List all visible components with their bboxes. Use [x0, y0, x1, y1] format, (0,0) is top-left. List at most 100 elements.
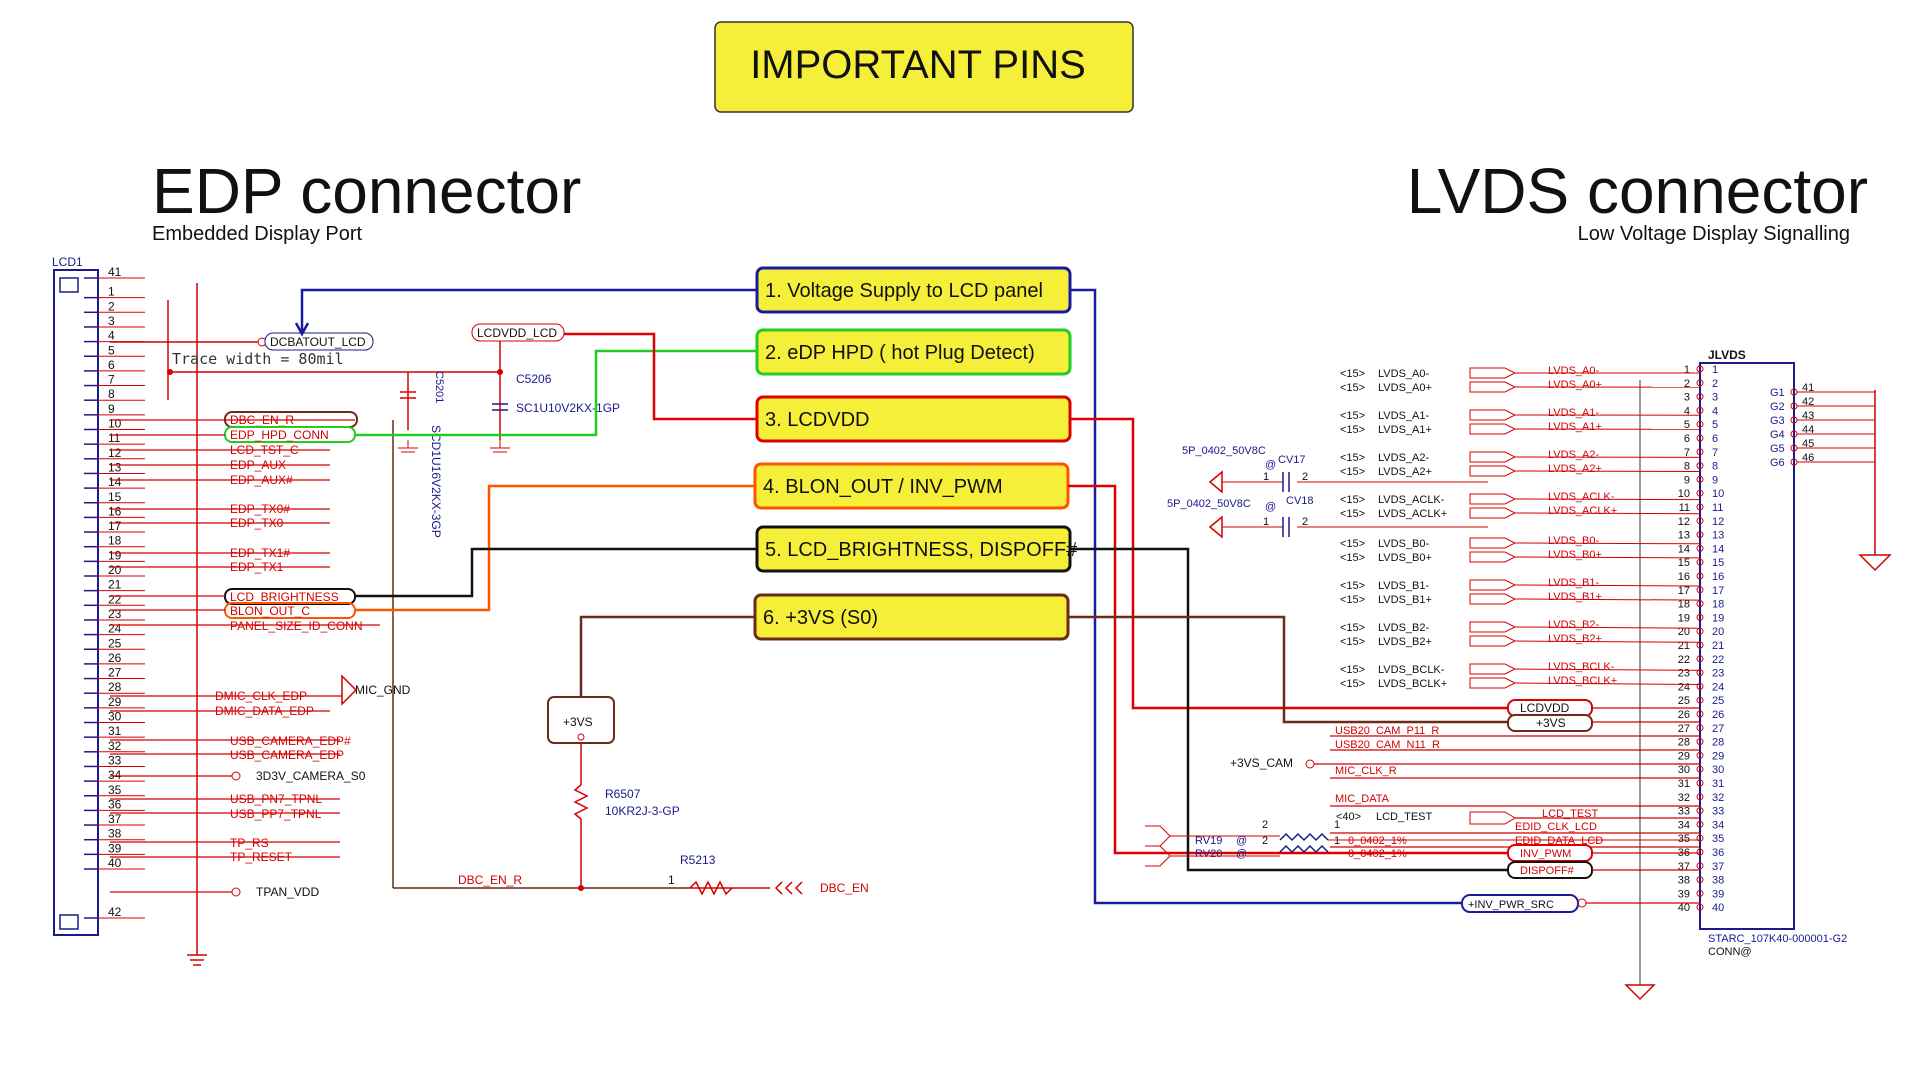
r6507-label: R6507 [605, 787, 641, 801]
edp-pin-number: 23 [108, 607, 122, 621]
sig-cam-pwr: 3D3V_CAMERA_S0 [256, 769, 366, 783]
sig-dbc-en-r2: DBC_EN_R [458, 873, 522, 887]
lvds-p3vs: +3VS [1536, 716, 1566, 730]
lvds-src-name: LVDS_B2+ [1378, 636, 1432, 648]
lvds-port-shape [1469, 551, 1517, 563]
lcdvdd-caps: LCDVDD_LCD C5201 SCD1U16V2KX-3GP C5206 S… [167, 323, 620, 538]
lvds-net-label: LVDS_A1- [1548, 407, 1599, 419]
edp-pin-number: 10 [108, 417, 122, 431]
lvds-pin-dot [1696, 462, 1704, 470]
edp-subheading: Embedded Display Port [152, 223, 363, 245]
lvds-pin-dot [1696, 751, 1704, 759]
c5201-value: SCD1U16V2KX-3GP [429, 425, 443, 538]
lvds-pin-dot [1696, 434, 1704, 442]
lvds-pin-outer: 29 [1678, 750, 1690, 762]
edp-pin-number: 26 [108, 651, 122, 665]
edp-pin-number: 14 [108, 475, 122, 489]
c5206-value: SC1U10V2KX-1GP [516, 401, 620, 415]
lvds-pin-outer: 27 [1678, 723, 1690, 735]
lvds-net-wire [1514, 584, 1701, 587]
lvds-pin-inner: 1 [1712, 364, 1718, 376]
sig-panel-size: PANEL_SIZE_ID_CONN [230, 619, 363, 633]
callout-4: 4. BLON_OUT / INV_PWM [753, 462, 1070, 510]
lvds-src-ref: <15> [1340, 508, 1365, 520]
lvds-net-label: LVDS_BCLK- [1548, 661, 1615, 673]
lvds-net-label: LVDS_B1- [1548, 577, 1599, 589]
lvds-pin-inner: 34 [1712, 819, 1724, 831]
cv17-cv18: 5P_0402_50V8C @ CV17 5P_0402_50V8C @ CV1… [1167, 445, 1488, 539]
lvds-src-ref: <15> [1340, 424, 1365, 436]
lvds-pin-inner: 3 [1712, 392, 1718, 404]
c5206-label: C5206 [516, 372, 552, 386]
lvds-g-label: G6 [1770, 457, 1785, 469]
lvds-dispoff: DISPOFF# [1520, 865, 1575, 877]
lvds-src-ref: <15> [1340, 622, 1365, 634]
svg-text:1: 1 [668, 873, 675, 887]
lvds-pin-dot [1696, 669, 1704, 677]
edp-pin-number: 39 [108, 841, 122, 855]
lvds-g-pin: 45 [1802, 438, 1814, 450]
trace-width-note: Trace width = 80mil [172, 350, 344, 368]
edp-pin-number: 29 [108, 695, 122, 709]
lvds-src-ref: <15> [1340, 368, 1365, 380]
lvds-net-label: LVDS_B2- [1548, 619, 1599, 631]
lvds-pin-outer: 7 [1684, 447, 1690, 459]
lvds-pin-dot [1696, 834, 1704, 842]
lvds-port-shape [1469, 537, 1517, 549]
lvds-pin-dot [1696, 572, 1704, 580]
lvds-pin-outer: 33 [1678, 806, 1690, 818]
lvds-pin-outer: 37 [1678, 861, 1690, 873]
rv19-value: 0_0402_1% [1348, 835, 1407, 847]
edp-pin-number: 7 [108, 373, 115, 387]
lcdvdd-lcd-label: LCDVDD_LCD [477, 326, 557, 340]
svg-text:2: 2 [1302, 471, 1308, 483]
lvds-pin-inner: 17 [1712, 585, 1724, 597]
lvds-src-name: LVDS_B1- [1378, 580, 1429, 592]
lvds-net-label: LVDS_A0- [1548, 365, 1599, 377]
svg-text:2: 2 [1262, 819, 1268, 831]
lvds-pin-dot [1696, 724, 1704, 732]
edp-pin-number: 24 [108, 622, 122, 636]
lvds-src-ref: <15> [1340, 580, 1365, 592]
lvds-pin-inner: 28 [1712, 737, 1724, 749]
lvds-port-shape [1469, 409, 1517, 421]
dbc-en-net: DBC_EN_R R5213 1 DBC_EN [392, 420, 869, 896]
edp-pin-number: 36 [108, 797, 122, 811]
lvds-pin-dot [1696, 807, 1704, 815]
lvds-pin-outer: 14 [1678, 543, 1690, 555]
lvds-net-wire [1514, 682, 1701, 685]
lvds-src-ref: <15> [1340, 452, 1365, 464]
lvds-src-ref: <15> [1340, 494, 1365, 506]
lvds-pin-inner: 8 [1712, 461, 1718, 473]
lvds-pin-dot [1696, 517, 1704, 525]
edp-pin-number: 12 [108, 446, 122, 460]
lvds-pin-dot [1696, 489, 1704, 497]
lvds-pin-inner: 6 [1712, 433, 1718, 445]
edp-pin-number: 4 [108, 329, 115, 343]
lvds-pin-outer: 26 [1678, 709, 1690, 721]
lvds-g-pin: 46 [1802, 452, 1814, 464]
lvds-port-shape [1469, 579, 1517, 591]
lvds-pin-inner: 38 [1712, 875, 1724, 887]
lvds-pin-outer: 2 [1684, 378, 1690, 390]
cv17-label: CV17 [1278, 454, 1306, 466]
lvds-src-name: LVDS_BCLK- [1378, 664, 1445, 676]
lvds-pin-dot [1696, 420, 1704, 428]
lvds-pin-dot [1696, 793, 1704, 801]
lvds-lcd-test: LCD_TEST [1376, 811, 1433, 823]
lvds-pin-inner: 18 [1712, 599, 1724, 611]
lvds-pin-outer: 13 [1678, 530, 1690, 542]
edp-ref: LCD1 [52, 255, 83, 269]
callout-6: 6. +3VS (S0) [753, 593, 1070, 641]
lvds-pin-dot [1696, 738, 1704, 746]
lvds-pin-inner: 9 [1712, 474, 1718, 486]
lvds-src-ref: <15> [1340, 466, 1365, 478]
edp-pin-number: 28 [108, 680, 122, 694]
lvds-heading: LVDS connector [1407, 155, 1868, 227]
sig-dbc-en: DBC_EN [820, 881, 869, 895]
lvds-pin-outer: 40 [1678, 902, 1690, 914]
r5213-label: R5213 [680, 853, 716, 867]
lvds-pin-outer: 39 [1678, 888, 1690, 900]
sig-tpan-vdd: TPAN_VDD [256, 885, 319, 899]
lvds-src-ref: <15> [1340, 594, 1365, 606]
